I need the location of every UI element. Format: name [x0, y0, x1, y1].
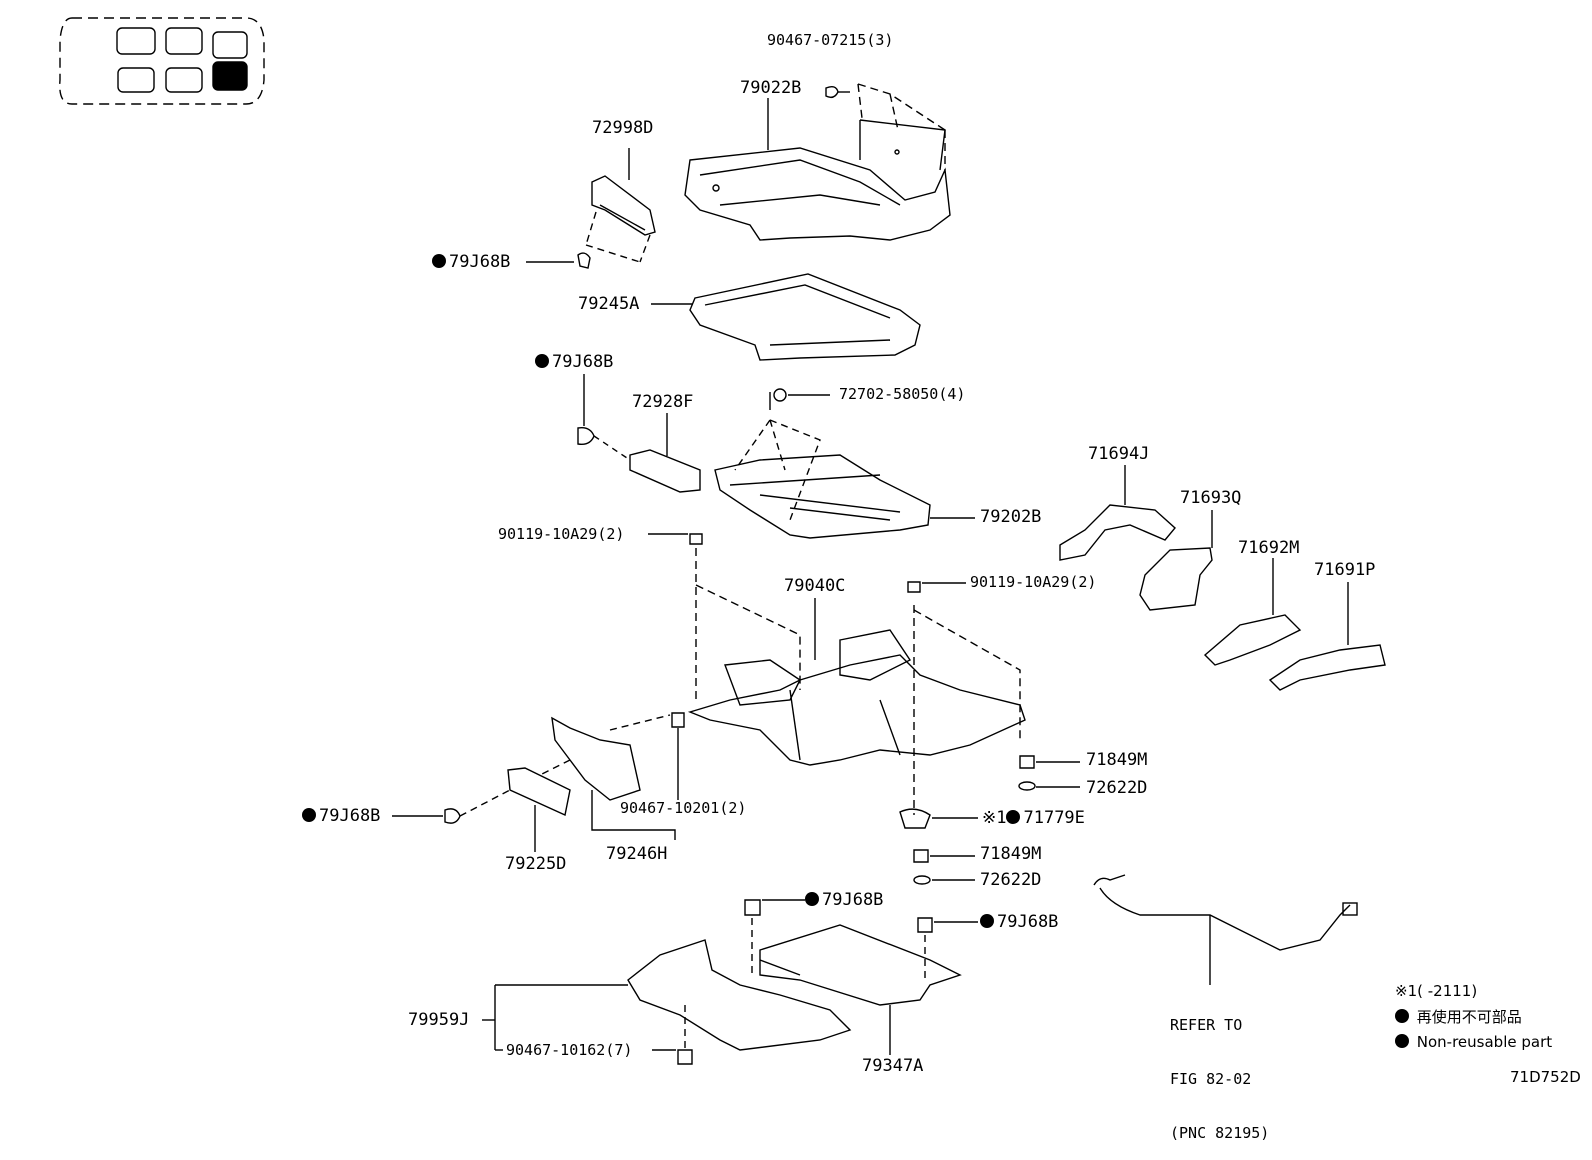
left-cover-parts-shapes: [392, 712, 685, 852]
part-label-79J68B-d[interactable]: 79J68B: [805, 890, 883, 910]
cushion-trim-72998D-shape: [577, 175, 656, 269]
non-reusable-dot-icon: [1006, 810, 1021, 824]
part-label-71849M-a[interactable]: 71849M: [1086, 750, 1148, 770]
part-label-72622D-b[interactable]: 72622D: [980, 870, 1042, 890]
part-label-79J68B-a[interactable]: 79J68B: [432, 252, 510, 272]
non-reusable-dot-icon: [1395, 1009, 1409, 1023]
non-reusable-dot-icon: [1395, 1034, 1409, 1048]
seat-cushion-cover-shape: [684, 119, 951, 241]
non-reusable-dot-icon: [302, 808, 316, 822]
part-label-71849M-b[interactable]: 71849M: [980, 844, 1042, 864]
legend-reuse-jp: 再使用不可部品: [1395, 1006, 1522, 1028]
fastener-small-shapes: [899, 755, 1080, 885]
part-label-79J68B-e[interactable]: 79J68B: [980, 912, 1058, 932]
part-label-79202B[interactable]: 79202B: [980, 507, 1042, 527]
bracket-72928F-shape: [577, 374, 701, 493]
seat-highlight-cell: [212, 61, 248, 91]
legend-note1: ※1( -2111): [1395, 982, 1478, 1000]
part-label-79J68B-b[interactable]: 79J68B: [535, 352, 613, 372]
part-label-79347A[interactable]: 79347A: [862, 1056, 924, 1076]
non-reusable-dot-icon: [535, 354, 549, 368]
parts-diagram-drawing: [59, 17, 1386, 1065]
part-label-79040C[interactable]: 79040C: [784, 576, 846, 596]
non-reusable-dot-icon: [980, 914, 994, 928]
cover-716xx-shapes: [1059, 465, 1386, 691]
non-reusable-dot-icon: [432, 254, 446, 268]
part-label-90467-07215[interactable]: 90467-07215(3): [767, 31, 894, 49]
part-label-79959J[interactable]: 79959J: [408, 1010, 470, 1030]
wire-harness-shape: [1093, 874, 1358, 985]
seat-adjuster-79040C-shape: [687, 598, 1026, 766]
part-label-79022B[interactable]: 79022B: [740, 78, 802, 98]
clip-90467-07215-shape: [825, 83, 946, 170]
part-label-71691P[interactable]: 71691P: [1314, 560, 1376, 580]
part-label-90467-10201[interactable]: 90467-10201(2): [620, 799, 747, 817]
part-label-71692M[interactable]: 71692M: [1238, 538, 1300, 558]
part-label-72622D-a[interactable]: 72622D: [1086, 778, 1148, 798]
seat-spring-frame-79202B-shape: [714, 388, 975, 539]
part-label-79246H[interactable]: 79246H: [606, 844, 668, 864]
part-label-71694J[interactable]: 71694J: [1088, 444, 1150, 464]
part-label-90119-10A29-b[interactable]: 90119-10A29(2): [970, 573, 1097, 591]
part-label-72702-58050[interactable]: 72702-58050(4): [839, 385, 966, 403]
seat-position-locator: [59, 17, 265, 105]
part-label-79225D[interactable]: 79225D: [505, 854, 567, 874]
bolt-90119-10A29-shape: [648, 533, 1021, 815]
part-label-79245A[interactable]: 79245A: [578, 294, 640, 314]
part-label-72998D[interactable]: 72998D: [592, 118, 654, 138]
refer-note[interactable]: REFER TO FIG 82-02 (PNC 82195): [1170, 1016, 1270, 1142]
non-reusable-dot-icon: [805, 892, 819, 906]
part-label-90467-10162[interactable]: 90467-10162(7): [506, 1041, 633, 1059]
seat-cushion-pad-79245A-shape: [651, 273, 921, 361]
part-label-79J68B-c[interactable]: 79J68B: [302, 806, 380, 826]
legend-reuse-en: Non-reusable part: [1395, 1031, 1552, 1053]
diagram-code: 71D752D: [1510, 1068, 1581, 1086]
bottom-cover-shapes: [482, 899, 978, 1065]
part-label-90119-10A29-a[interactable]: 90119-10A29(2): [498, 525, 625, 543]
part-label-71693Q[interactable]: 71693Q: [1180, 488, 1242, 508]
part-label-72928F[interactable]: 72928F: [632, 392, 694, 412]
